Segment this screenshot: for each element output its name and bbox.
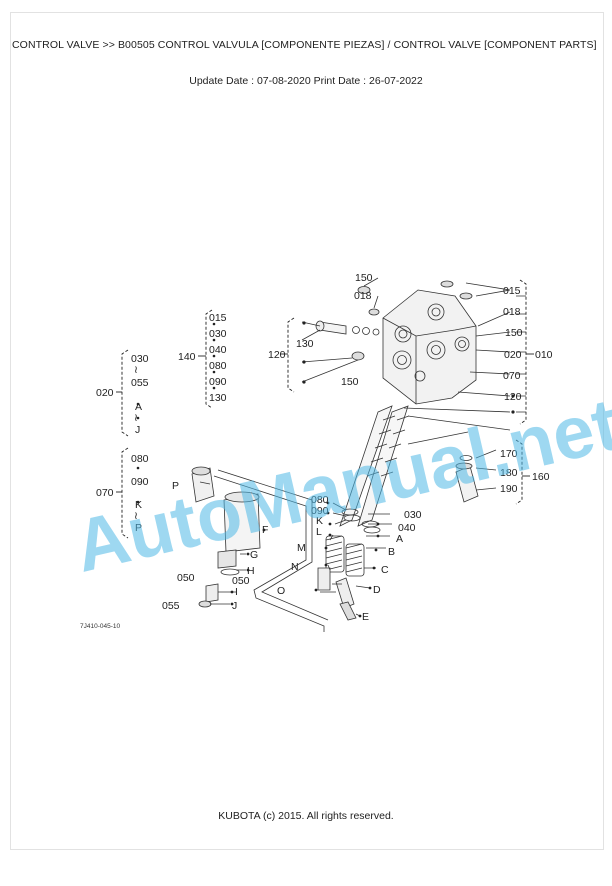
bracket-item: 055: [131, 377, 149, 389]
diagram-linework: [191, 277, 526, 632]
bracket-070-list: 080 090 K ≀ P: [131, 453, 149, 534]
callout-D: D: [373, 584, 381, 596]
bracket-item: ≀: [134, 364, 138, 376]
callout-050: 050: [177, 572, 195, 584]
drawing-code: 7J410-045-10: [80, 623, 120, 630]
callout-170: 170: [500, 448, 518, 460]
update-print-dates: Update Date : 07-08-2020 Print Date : 26…: [189, 75, 423, 87]
callout-050: 050: [232, 575, 250, 587]
callout-160: 160: [532, 471, 550, 483]
callout-010: 010: [535, 349, 553, 361]
callout-020: 020: [504, 349, 522, 361]
callout-L: L: [316, 526, 322, 538]
page-title: CONTROL VALVE >> B00505 CONTROL VALVULA …: [12, 39, 597, 51]
callout-150: 150: [505, 327, 523, 339]
callout-070: 070: [96, 487, 114, 499]
callout-O: O: [277, 585, 285, 597]
callout-K: K: [316, 515, 323, 527]
bracket-item: 090: [131, 476, 149, 488]
bracket-item: A: [135, 401, 142, 413]
callout-M: M: [297, 542, 306, 554]
bracket-item: K: [135, 499, 142, 511]
bracket-item: 080: [209, 360, 227, 372]
callout-055: 055: [162, 600, 180, 612]
callout-070: 070: [503, 370, 521, 382]
callout-015: 015: [503, 285, 521, 297]
callout-G: G: [250, 549, 258, 561]
callout-F: F: [262, 524, 268, 536]
bracket-020-list: 030 ≀ 055 A ≀ J: [131, 353, 149, 436]
bracket-item: 015: [209, 312, 227, 324]
watermark: AutoManual.net: [67, 382, 612, 588]
bracket-dots: [136, 321, 515, 618]
callout-190: 190: [500, 483, 518, 495]
callout-120: 120: [504, 391, 522, 403]
document-page: [10, 12, 604, 850]
bracket-item: 080: [131, 453, 149, 465]
bracket-item: ≀: [134, 510, 138, 522]
callout-B: B: [388, 546, 395, 558]
callout-018: 018: [354, 290, 372, 302]
callout-A: A: [396, 533, 403, 545]
callout-040: 040: [398, 522, 416, 534]
right-bracket: [116, 279, 534, 539]
copyright-footer: KUBOTA (c) 2015. All rights reserved.: [218, 810, 394, 822]
callout-030: 030: [404, 509, 422, 521]
callout-I: I: [235, 586, 238, 598]
bracket-item: 030: [131, 353, 149, 365]
bracket-item: 040: [209, 344, 227, 356]
callout-H: H: [247, 565, 255, 577]
callout-080: 080: [311, 494, 329, 506]
callout-E: E: [362, 611, 369, 623]
callout-090: 090: [311, 505, 329, 517]
callout-018: 018: [503, 306, 521, 318]
bracket-item: P: [135, 522, 142, 534]
callout-150: 150: [355, 272, 373, 284]
callout-P: P: [172, 480, 179, 492]
callout-J: J: [232, 600, 237, 612]
callout-140: 140: [178, 351, 196, 363]
bracket-item: ≀: [134, 412, 138, 424]
bracket-item: 130: [209, 392, 227, 404]
bracket-item: 030: [209, 328, 227, 340]
callout-130: 130: [296, 338, 314, 350]
bracket-140-list: 015 030 040 080 090 130: [209, 312, 227, 404]
callout-150: 150: [341, 376, 359, 388]
callout-C: C: [381, 564, 389, 576]
bracket-item: 090: [209, 376, 227, 388]
callout-180: 180: [500, 467, 518, 479]
callout-N: N: [291, 561, 299, 573]
callout-120: 120: [268, 349, 286, 361]
callout-020: 020: [96, 387, 114, 399]
bracket-item: J: [135, 424, 140, 436]
callout-labels: 150 018 130 120 150 015 018 150 020 010 …: [96, 272, 553, 623]
